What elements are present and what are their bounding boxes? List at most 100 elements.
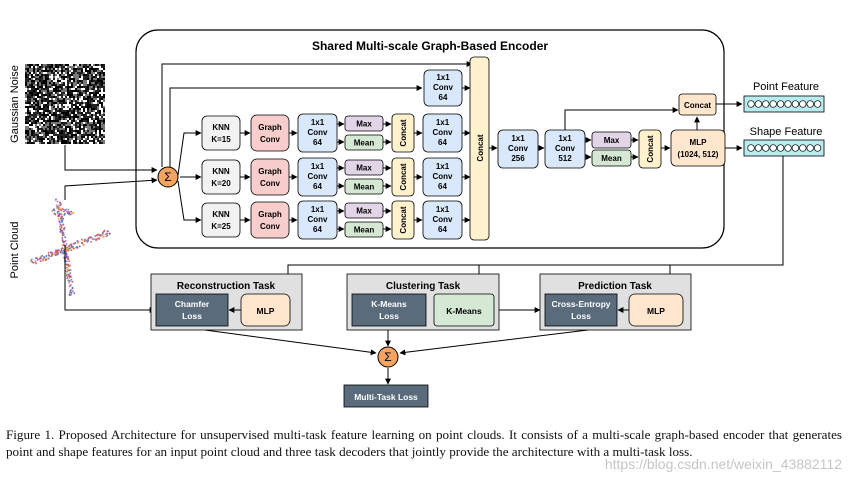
graph-conv-label: Graph	[258, 123, 282, 132]
point-feature-vector	[743, 95, 825, 113]
recon-mlp-label: MLP	[257, 306, 275, 316]
conv2-label: 64	[438, 225, 447, 234]
conv-label: 64	[313, 182, 322, 191]
chamfer-line2: Loss	[182, 311, 202, 321]
conv-label: 1x1	[311, 118, 325, 127]
conv-label: 64	[313, 138, 322, 147]
conv512-block: 1x1 Conv 512	[544, 129, 586, 169]
conv2-label: 1x1	[436, 205, 450, 214]
knn-label: KNN	[212, 167, 230, 176]
conv512-line3: 512	[558, 154, 572, 163]
kmeans-loss-line1: K-Means	[371, 299, 407, 309]
concat-top-block: Concat	[678, 93, 717, 116]
conv2-label: Conv	[433, 172, 454, 181]
mlp-line2: (1024, 512)	[678, 150, 719, 159]
final-sum-symbol: Σ	[384, 350, 391, 364]
cloud-label: Point Cloud	[9, 222, 21, 279]
conv-label: Conv	[308, 215, 329, 224]
sum-node	[157, 166, 179, 188]
encoder-title: Shared Multi-scale Graph-Based Encoder	[312, 39, 548, 53]
conv-label: 1x1	[311, 162, 325, 171]
knn-k-label: K=20	[211, 179, 231, 188]
sum-symbol: Σ	[164, 170, 171, 184]
point-feature-label: Point Feature	[753, 81, 819, 93]
conv512-line2: Conv	[555, 144, 576, 153]
knn-label: KNN	[212, 123, 230, 132]
max-label: Max	[356, 120, 372, 129]
conv2-label: Conv	[433, 128, 454, 137]
shape-feature-vector	[743, 139, 825, 157]
cross-entropy-line2: Loss	[571, 311, 591, 321]
concat2-label: Concat	[646, 135, 655, 162]
mean-block-2: Mean	[591, 149, 632, 167]
conv256-block: 1x1 Conv 256	[497, 129, 539, 169]
graph-conv-label-2: Conv	[260, 179, 281, 188]
shape-feature-label: Shape Feature	[750, 126, 823, 138]
pred-mlp-label: MLP	[647, 306, 665, 316]
kmeans-loss-box	[351, 293, 427, 327]
chamfer-line1: Chamfer	[175, 299, 210, 309]
top-conv-line1: 1x1	[436, 73, 450, 82]
clustering-task-panel: Clustering Task K-Means Loss K-Means	[346, 273, 500, 331]
conv256-line1: 1x1	[511, 134, 525, 143]
prediction-title: Prediction Task	[578, 281, 652, 292]
conv256-line3: 256	[511, 154, 525, 163]
graph-conv-label: Graph	[258, 210, 282, 219]
conv512-line1: 1x1	[558, 134, 572, 143]
conv-label: Conv	[308, 128, 329, 137]
concat2-block: Concat	[638, 129, 662, 169]
mlp-line1: MLP	[690, 138, 708, 147]
figure-caption: Figure 1. Proposed Architecture for unsu…	[6, 427, 842, 459]
conv-label: 1x1	[311, 205, 325, 214]
multi-task-loss-box: Multi-Task Loss	[343, 384, 429, 408]
gaussian-noise-image	[25, 64, 105, 144]
knn-k-label: K=25	[211, 222, 231, 231]
conv2-label: 64	[438, 182, 447, 191]
point-cloud-image	[30, 198, 111, 297]
architecture-diagram: Shared Multi-scale Graph-Based Encoder G…	[9, 29, 825, 408]
conv-label: 64	[313, 225, 322, 234]
max-label: Max	[356, 207, 372, 216]
noise-label: Gaussian Noise	[9, 65, 21, 143]
mean-label: Mean	[354, 139, 375, 148]
connectors	[64, 61, 784, 385]
prediction-task-panel: Prediction Task Cross-Entropy Loss MLP	[539, 273, 692, 331]
kmeans-label: K-Means	[446, 306, 482, 316]
reconstruction-task-panel: Reconstruction Task Chamfer Loss MLP	[150, 273, 303, 331]
knn-k-label: K=15	[211, 135, 231, 144]
conv-label: Conv	[308, 172, 329, 181]
concat-label: Concat	[399, 206, 408, 233]
watermark: https://blog.csdn.net/weixin_43882112	[604, 456, 842, 472]
final-sum-node	[377, 346, 399, 368]
mean-label: Mean	[354, 226, 375, 235]
max-label: Max	[356, 164, 372, 173]
mlp-block: MLP (1024, 512)	[670, 129, 726, 167]
kmeans-loss-line2: Loss	[379, 311, 399, 321]
kmeans-box	[433, 293, 495, 327]
chamfer-loss-box	[155, 293, 229, 327]
clustering-title: Clustering Task	[386, 281, 461, 292]
conv2-label: 64	[438, 138, 447, 147]
max-block-2: Max	[591, 131, 632, 149]
reconstruction-title: Reconstruction Task	[177, 281, 276, 292]
big-concat-block: Concat	[469, 56, 490, 241]
cross-entropy-loss-box	[544, 293, 618, 327]
mean-label: Mean	[354, 183, 375, 192]
top-conv-line2: Conv	[433, 83, 454, 92]
concat-label: Concat	[399, 163, 408, 190]
graph-conv-label-2: Conv	[260, 222, 281, 231]
top-conv-block: 1x1 Conv 64	[423, 69, 463, 107]
knn-label: KNN	[212, 210, 230, 219]
multi-task-loss-label: Multi-Task Loss	[354, 392, 418, 402]
graph-conv-label: Graph	[258, 167, 282, 176]
mean-label-2: Mean	[601, 154, 622, 163]
cross-entropy-line1: Cross-Entropy	[551, 299, 610, 309]
conv256-line2: Conv	[508, 144, 529, 153]
concat-top-label: Concat	[684, 101, 711, 110]
max-label-2: Max	[604, 136, 620, 145]
conv2-label: 1x1	[436, 118, 450, 127]
conv2-label: Conv	[433, 215, 454, 224]
